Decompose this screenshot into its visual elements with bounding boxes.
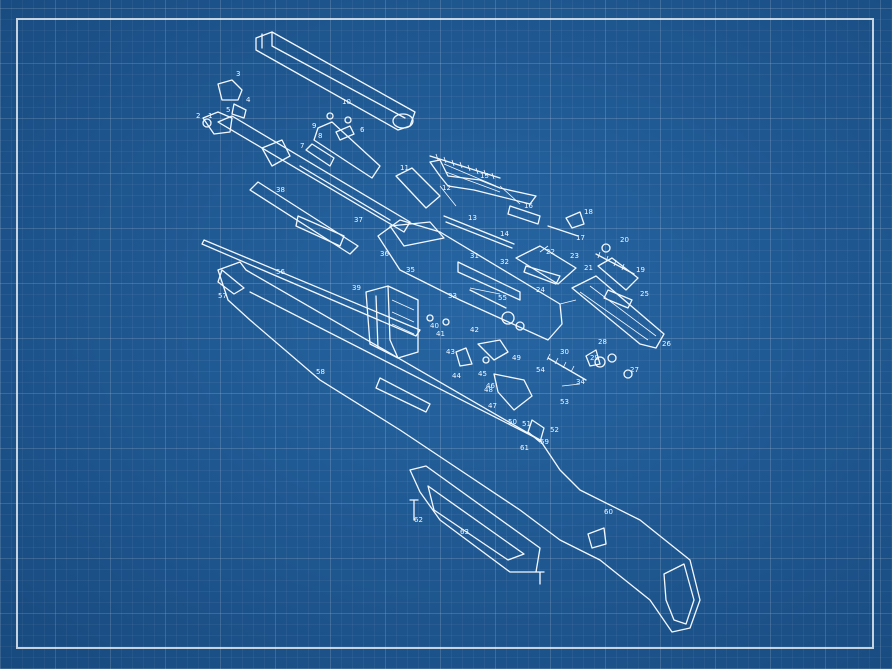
part-number-label: 45: [478, 370, 487, 378]
receiver-part: [377, 219, 563, 341]
part-number-label: 20: [620, 236, 629, 244]
trigger-guard-part: [409, 465, 545, 585]
recoil-spring-parts: [429, 153, 635, 275]
part-number-label: 9: [312, 122, 316, 130]
part-number-label: 43: [446, 348, 455, 356]
part-number-label: 26: [662, 340, 671, 348]
part-number-label: 46: [486, 382, 495, 390]
part-number-label: 30: [560, 348, 569, 356]
part-number-label: 13: [468, 214, 477, 222]
front-sight-parts: [202, 79, 247, 135]
part-number-label: 11: [400, 164, 409, 172]
part-number-label: 56: [276, 268, 285, 276]
part-number-label: 37: [354, 216, 363, 224]
part-number-label: 7: [300, 142, 304, 150]
part-number-label: 4: [246, 96, 251, 104]
part-number-label: 62: [414, 516, 423, 524]
stock-part: [217, 261, 701, 633]
part-number-label: 57: [218, 292, 227, 300]
part-number-label: 60: [604, 508, 613, 516]
part-number-label: 22: [546, 248, 555, 256]
part-number-label: 8: [318, 132, 322, 140]
part-number-label: 14: [500, 230, 509, 238]
part-number-label: 2: [196, 112, 200, 120]
barrel-part: [217, 115, 411, 233]
part-number-label: 15: [480, 172, 489, 180]
part-number-label: 36: [380, 250, 389, 258]
part-number-label: 47: [488, 402, 497, 410]
part-number-label: 17: [576, 234, 585, 242]
part-number-label: 54: [536, 366, 545, 374]
magazine-part: [365, 285, 419, 359]
part-number-label: 53: [560, 398, 569, 406]
cleaning-rod-part: [201, 181, 421, 337]
part-number-label: 59: [540, 438, 549, 446]
part-number-label: 32: [500, 258, 509, 266]
part-number-label: 38: [276, 186, 285, 194]
part-number-label: 49: [512, 354, 521, 362]
part-number-label: 35: [406, 266, 415, 274]
part-number-label: 48: [484, 386, 493, 394]
bolt-parts: [515, 245, 665, 349]
part-number-label: 27: [630, 366, 639, 374]
part-number-label: 18: [584, 208, 593, 216]
part-number-label: 1: [208, 112, 212, 120]
part-number-label: 51: [522, 420, 531, 428]
blueprint-frame: [16, 18, 874, 649]
part-number-label: 58: [316, 368, 325, 376]
handguard-part: [255, 31, 416, 131]
part-number-label: 21: [584, 264, 593, 272]
part-number-label: 50: [508, 418, 517, 426]
part-number-label: 52: [550, 426, 559, 434]
part-number-label: 29: [590, 354, 599, 362]
part-number-label: 44: [452, 372, 461, 380]
part-number-label: 6: [360, 126, 365, 134]
part-number-label: 39: [352, 284, 361, 292]
part-number-label: 41: [436, 330, 445, 338]
part-number-label: 10: [342, 98, 351, 106]
part-number-label: 42: [470, 326, 479, 334]
part-number-label: 33: [448, 292, 457, 300]
part-number-label: 3: [236, 70, 240, 78]
part-number-label: 28: [598, 338, 607, 346]
part-number-label: 34: [576, 378, 585, 386]
part-number-label: 23: [570, 252, 579, 260]
part-number-label: 16: [524, 202, 533, 210]
part-number-label: 63: [460, 528, 469, 536]
part-number-label: 55: [498, 294, 507, 302]
part-number-label: 12: [442, 184, 451, 192]
part-number-label: 5: [226, 106, 230, 114]
gas-cylinder-parts: [305, 112, 381, 179]
trigger-group-parts: [426, 314, 587, 443]
operating-rod-part: [395, 159, 537, 209]
part-number-label: 31: [470, 252, 479, 260]
part-number-label: 40: [430, 322, 439, 330]
part-number-label: 24: [536, 286, 545, 294]
rear-sight-parts: [585, 243, 639, 379]
part-number-label: 61: [520, 444, 529, 452]
leader-lines: [439, 185, 581, 387]
part-number-label: 25: [640, 290, 649, 298]
part-number-label: 19: [636, 266, 645, 274]
